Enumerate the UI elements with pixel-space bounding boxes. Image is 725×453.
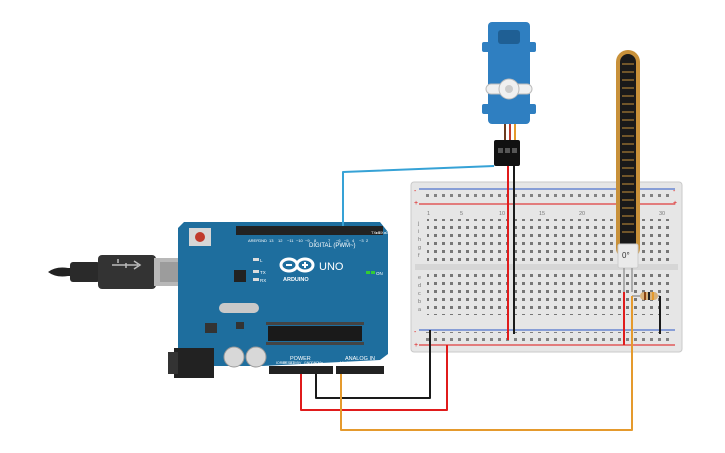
breadboard[interactable]: - + - + 1 5 10 15 20 25 30 j i h g f e d (410, 181, 683, 353)
5v-pin-label: 5V (297, 361, 302, 365)
pin-11-label: ~11 (287, 238, 294, 243)
bottom-rail-minus: - (414, 329, 417, 336)
a3-pin-label: A3 (360, 360, 366, 365)
aref-label: AREF (248, 238, 259, 243)
power-label: POWER (290, 356, 311, 362)
reset-button-cap[interactable] (195, 232, 205, 242)
a4-pin-label: A4 (367, 360, 373, 365)
wire-5v[interactable] (300, 345, 448, 411)
small-chip (236, 322, 244, 329)
digital-header[interactable] (236, 226, 383, 235)
top-rail-minus: - (414, 188, 417, 195)
servo-motor-icon[interactable] (482, 22, 536, 166)
led-l-label: L (260, 258, 263, 263)
pin-3-label: ~3 (359, 238, 364, 243)
digital-label: DIGITAL (PWM~) (309, 243, 356, 249)
gnd-pin-label-2: GND (311, 361, 319, 365)
flex-sensor-reading: 0° (622, 251, 630, 260)
row-letter-f: f (418, 253, 420, 259)
row-letter-h: h (418, 237, 421, 243)
a2-pin-label: A2 (353, 360, 359, 365)
row-letter-c: c (418, 291, 421, 297)
pin-rx-label: RX◂0 (378, 230, 389, 235)
ioref-pin-label: IOREF (276, 361, 287, 365)
led-rx-label: RX (260, 278, 266, 283)
pin-13-label: 13 (269, 238, 274, 243)
a0-pin-label: A0 (339, 360, 345, 365)
row-letter-j: j (417, 221, 419, 227)
reset-pin-label: RESET (283, 361, 296, 365)
usb-chip (234, 270, 246, 282)
col-number-5: 5 (460, 211, 463, 217)
capacitor-right (245, 346, 267, 368)
vin-pin-label: Vin (318, 361, 323, 365)
capacitor-left (223, 346, 245, 368)
row-letter-a: a (418, 307, 422, 313)
led-tx-label: TX (260, 270, 266, 275)
pin-9-label: ~9 (305, 238, 310, 243)
pin-5-label: ~5 (344, 238, 349, 243)
pin-tx-label: TX▸1 (371, 230, 381, 235)
power-header[interactable] (269, 366, 333, 374)
row-letter-g: g (418, 245, 421, 251)
pin-12-label: 12 (278, 238, 283, 243)
uno-label: UNO (319, 261, 344, 273)
top-rail-minus-right: - (673, 188, 676, 195)
col-number-20: 20 (579, 211, 585, 217)
pin-10-label: ~10 (296, 238, 304, 243)
top-rail-plus: + (414, 200, 418, 207)
usb-cable-icon (48, 255, 186, 289)
row-letter-d: d (418, 283, 421, 289)
pin-7-label: 7 (328, 238, 331, 243)
gnd-pin-label-1: GND (304, 361, 312, 365)
analog-header[interactable] (336, 366, 384, 374)
col-number-1: 1 (427, 211, 430, 217)
crystal-oscillator (219, 303, 259, 313)
wire-servo-signal[interactable] (342, 165, 495, 226)
arduino-uno-board[interactable]: DIGITAL (PWM~) AREF GND 13 12 ~11 ~10 ~9… (168, 222, 389, 378)
power-jack-icon[interactable] (168, 348, 214, 378)
row-letter-e: e (418, 275, 421, 281)
col-number-10: 10 (499, 211, 505, 217)
atmega-chip (268, 326, 362, 341)
lower-terminal-strip[interactable] (427, 273, 671, 315)
top-rail-plus-right: + (673, 200, 677, 207)
analog-in-label: ANALOG IN (345, 356, 375, 362)
arduino-brand-label: ARDUINO (283, 277, 309, 283)
row-letter-i: i (418, 229, 419, 235)
col-number-15: 15 (539, 211, 545, 217)
resistor-icon[interactable] (632, 292, 660, 300)
col-number-30: 30 (659, 211, 665, 217)
pin-2-label: 2 (366, 238, 369, 243)
pin-4-label: 4 (352, 238, 355, 243)
arduino-logo-icon (279, 257, 315, 273)
3v3-pin-label: 3.3V (290, 361, 298, 365)
a5-pin-label: A5 (374, 360, 380, 365)
a1-pin-label: A1 (346, 360, 352, 365)
wire-gnd[interactable] (315, 330, 431, 399)
pin-6-label: ~6 (336, 238, 341, 243)
flex-sensor-icon[interactable]: 0° (616, 50, 640, 292)
voltage-regulator (205, 323, 217, 333)
row-letter-b: b (418, 299, 421, 305)
pin-8-label: 8 (314, 238, 317, 243)
bottom-rail-plus: + (414, 342, 418, 349)
on-led-label: ON (376, 271, 383, 276)
gnd-pin-label: GND (258, 238, 267, 243)
wire-a0-signal[interactable] (340, 296, 633, 431)
